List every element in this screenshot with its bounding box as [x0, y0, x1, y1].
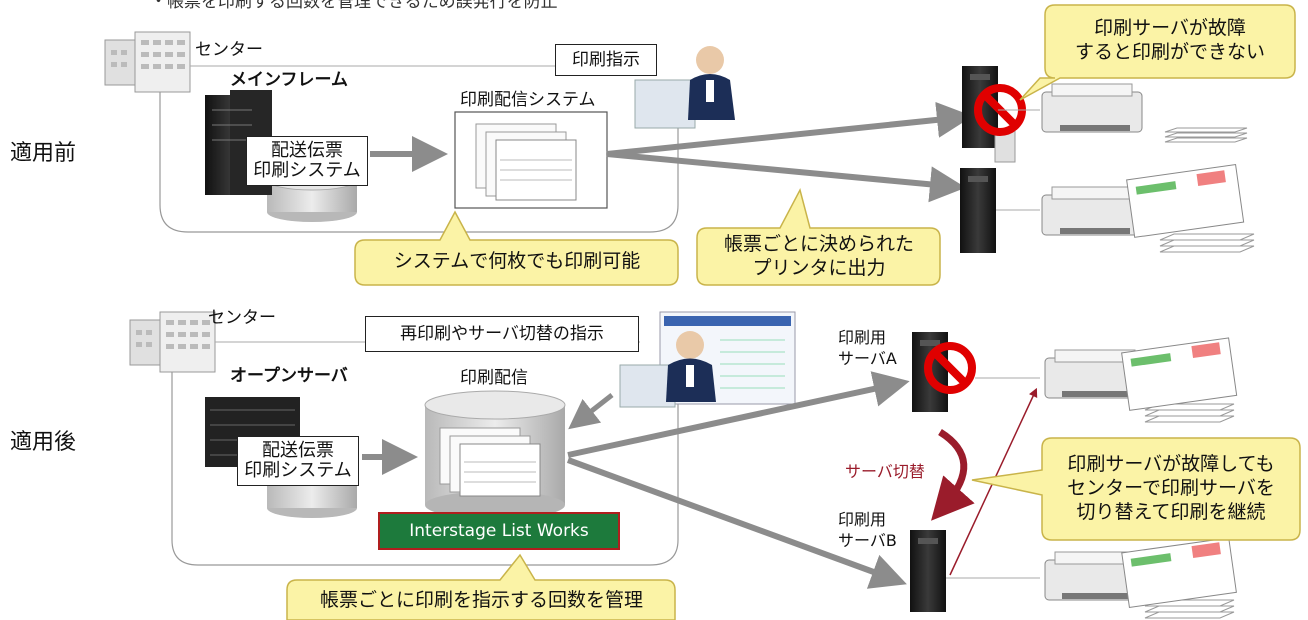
enclosure-after [171, 372, 679, 566]
callout-any-copies: システムで何枚でも印刷可能 [393, 250, 641, 273]
print-system-box-before: 配送伝票 印刷システム [246, 136, 368, 186]
switch-arrow [931, 429, 975, 521]
callout-manage-count: 帳票ごとに印刷を指示する回数を管理 [319, 589, 643, 612]
prohibit-icon-after [924, 342, 976, 394]
arrow-to-server-b [566, 457, 907, 589]
printer-b-after [1044, 551, 1146, 601]
instruction-box-before: 印刷指示 [555, 44, 657, 76]
distribution-label-before: 印刷配信システム [460, 90, 596, 110]
callout-continue: 印刷サーバが故障しても センターで印刷サーバを 切り替えて印刷を継続 [1067, 453, 1275, 523]
center-building-after [129, 311, 216, 373]
open-server-label: オープンサーバ [230, 366, 348, 386]
header-note: ・帳票を印刷する回数を管理できるため誤発行を防止 [150, 0, 558, 12]
document-stack-before [475, 123, 577, 201]
distribution-cylinder-after [424, 390, 566, 519]
arrow-to-server2-before [606, 151, 966, 203]
server-tower-2-before [960, 168, 996, 253]
print-system-box-after: 配送伝票 印刷システム [237, 436, 359, 486]
callout-bubble-continue [971, 437, 1301, 541]
server-tower-b [910, 530, 946, 612]
callout-bubble-manage-count [286, 553, 676, 620]
center-building-before [104, 31, 191, 93]
printed-form-before [1126, 164, 1255, 253]
callout-bubble-fixed-printer [696, 187, 941, 286]
server-b-label: 印刷用 サーバB [838, 510, 897, 550]
operator-person-before [634, 46, 735, 129]
paper-stack-1-before [1164, 127, 1248, 143]
section-label-before: 適用前 [10, 141, 77, 166]
printed-form-a [1121, 337, 1238, 423]
callout-bubble-server-fail [1019, 4, 1296, 101]
switch-label: サーバ切替 [845, 462, 925, 481]
instruction-box-after: 再印刷やサーバ切替の指示 [365, 316, 639, 352]
product-label-box: Interstage List Works [378, 512, 620, 550]
printer-1-before [1041, 83, 1143, 133]
printer-2-before [1041, 186, 1143, 236]
distribution-label-after: 印刷配信 [460, 368, 528, 388]
printed-form-b [1121, 537, 1237, 619]
center-label-after: センター [208, 308, 276, 328]
arrow-to-server1-before [606, 101, 973, 157]
center-label-before: センター [195, 40, 263, 60]
server-a-label: 印刷用 サーバA [838, 328, 897, 368]
mainframe-label: メインフレーム [230, 70, 348, 90]
callout-fixed-printer: 帳票ごとに決められた プリンタに出力 [723, 233, 914, 279]
operator-person-after [619, 311, 796, 408]
enclosure-before [159, 92, 679, 233]
section-label-after: 適用後 [10, 430, 77, 455]
arrow-person-to-distribution [568, 393, 614, 430]
callout-bubble-any-copies [354, 210, 679, 286]
arrow-to-server-a [567, 371, 910, 458]
callout-server-fail: 印刷サーバが故障 すると印刷ができない [1074, 17, 1265, 63]
